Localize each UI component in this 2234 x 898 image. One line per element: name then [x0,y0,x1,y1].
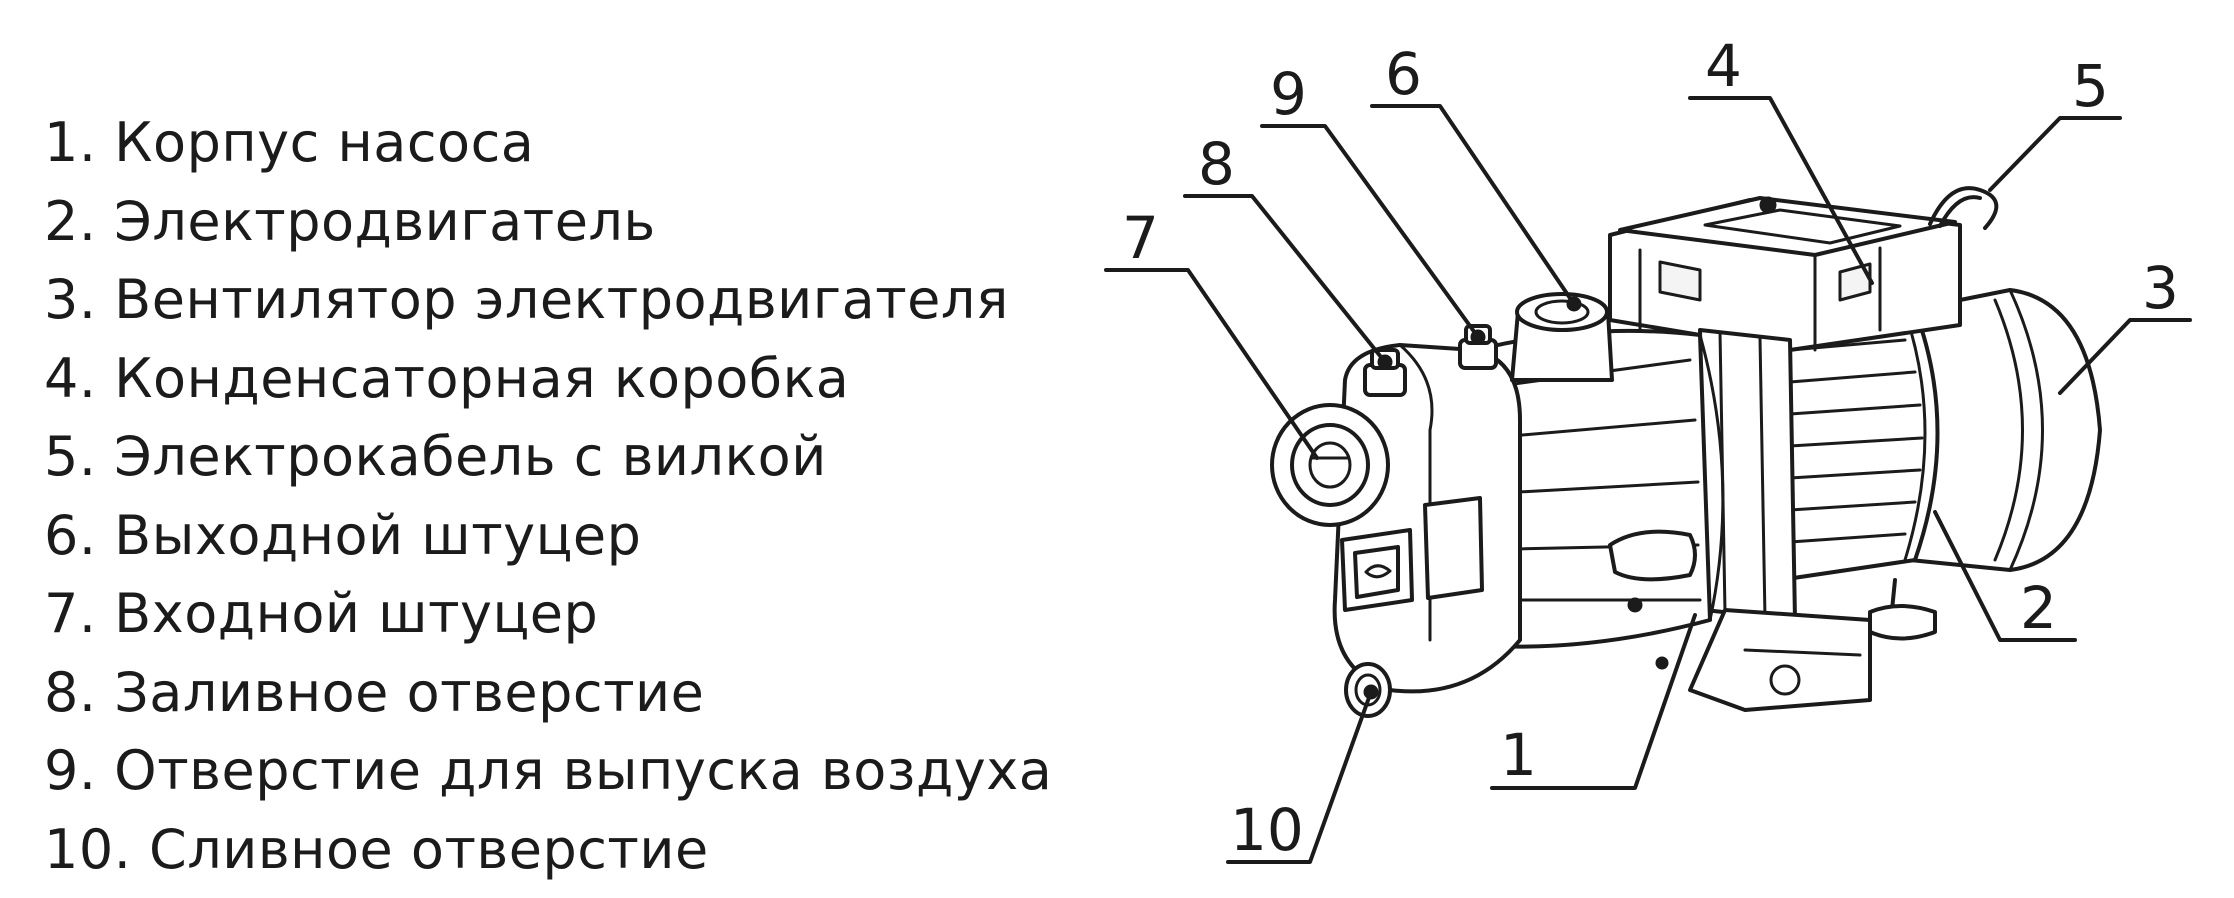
callout-7: 7 [1122,204,1159,272]
leader-line-3 [2058,318,2192,395]
legend-item-air-vent-hole: 9. Отверстие для выпуска воздуха [44,739,1053,802]
motor-flange [1698,328,1797,622]
leader-line-1 [1490,613,1697,790]
legend-item-inlet-fitting: 7. Входной штуцер [44,582,599,645]
callout-numbers: 1 2 3 4 5 6 7 8 9 10 [1122,32,2179,864]
callout-2: 2 [2020,574,2057,642]
leader-line-7 [1104,268,1319,460]
legend-item-drain-hole: 10. Сливное отверстие [44,817,709,881]
outlet-fitting [1510,292,1614,382]
fill-plug [1363,348,1407,397]
leader-lines [1104,96,2192,864]
air-vent-plug [1458,324,1498,370]
legend-item-outlet-fitting: 6. Выходной штуцер [44,503,642,567]
capacitor-box [1608,196,1962,352]
parts-legend: 1. Корпус насоса 2. Электродвигатель 3. … [44,104,1104,889]
legend-item-motor: 2. Электродвигатель [44,189,656,253]
power-cable [1928,186,1999,230]
callout-8: 8 [1198,130,1235,198]
callout-3: 3 [2142,254,2179,322]
pump-housing [1332,343,1522,694]
legend-item-pump-body: 1. Корпус насоса [44,111,535,174]
pump-drawing [1270,186,2102,718]
inlet-fitting [1270,403,1390,527]
leader-line-2 [1933,510,2077,642]
callout-10: 10 [1230,796,1304,864]
callout-5: 5 [2072,52,2109,120]
leader-line-8 [1183,194,1387,364]
motor-body [1778,308,1940,641]
fan-cover [1908,288,2102,572]
legend-item-motor-fan: 3. Вентилятор электродвигателя [44,268,1009,331]
leader-line-9 [1260,124,1480,339]
leader-line-10 [1226,690,1373,864]
leader-line-4 [1688,96,1874,285]
pump-foot [1688,608,1872,712]
callout-1: 1 [1500,721,1537,789]
legend-item-power-cable: 5. Электрокабель с вилкой [44,425,827,488]
callout-4: 4 [1705,32,1742,100]
leader-line-5 [1988,116,2122,192]
callout-6: 6 [1385,40,1422,108]
legend-item-fill-hole: 8. Заливное отверстие [44,660,705,724]
leader-line-6 [1370,104,1576,306]
callout-9: 9 [1270,60,1307,128]
drain-plug [1344,662,1392,718]
legend-item-capacitor-box: 4. Конденсаторная коробка [44,346,850,410]
